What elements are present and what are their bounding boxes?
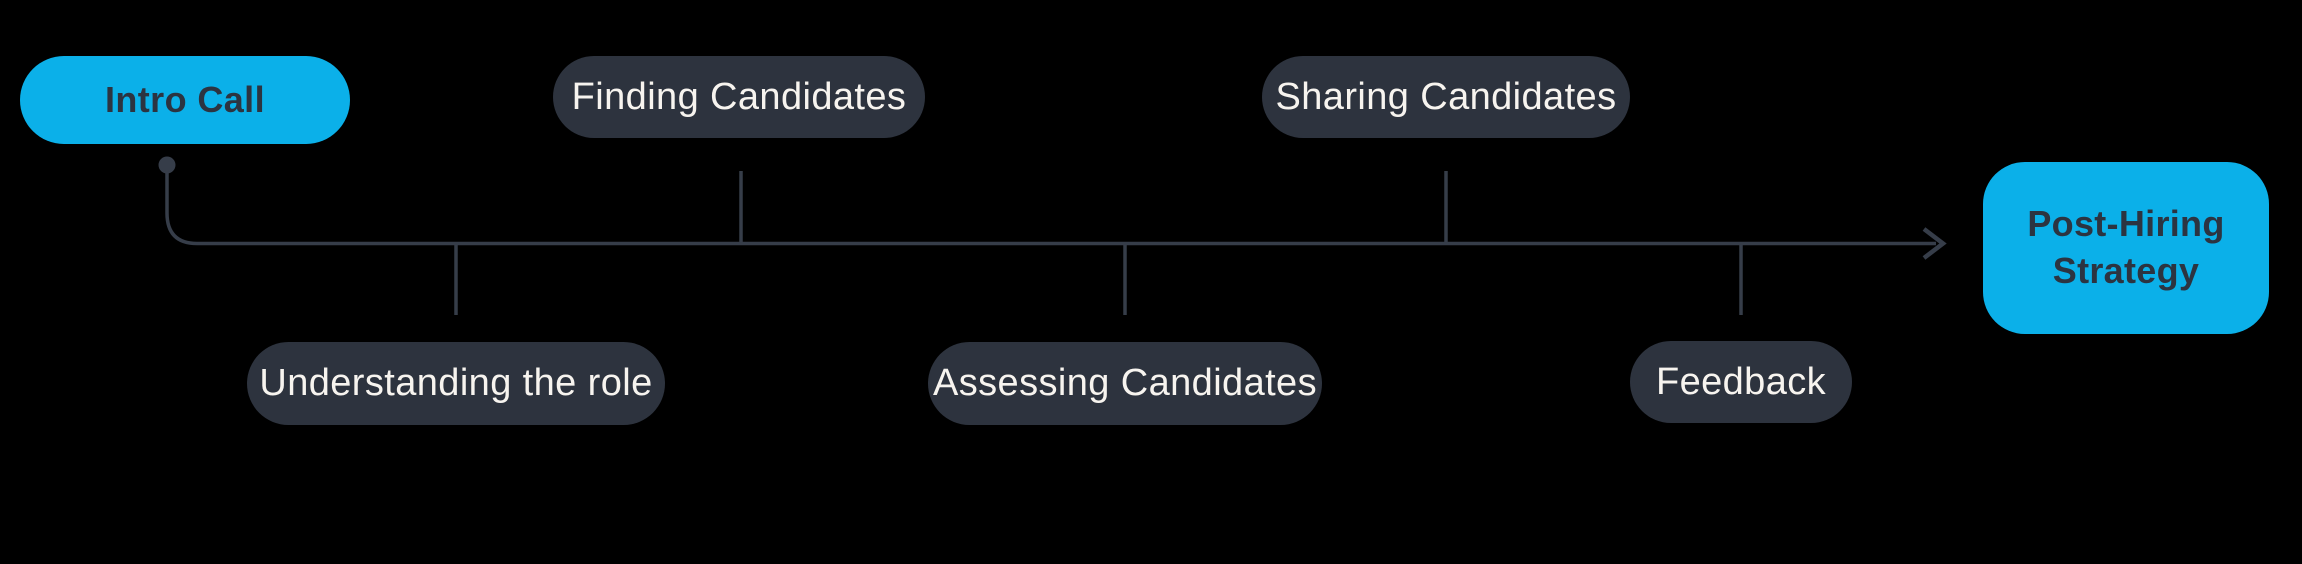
node-finding-candidates-label: Finding Candidates (571, 75, 907, 118)
node-post-hiring-strategy: Post-Hiring Strategy (1983, 162, 2269, 334)
node-finding-candidates: Finding Candidates (553, 56, 925, 138)
start-dot (158, 156, 176, 174)
timeline-axis-line (165, 170, 1936, 246)
node-assessing-candidates-label: Assessing Candidates (933, 362, 1317, 404)
node-intro-call-label: Intro Call (104, 79, 265, 120)
node-understanding-the-role-label: Understanding the role (259, 362, 653, 404)
node-feedback-label: Feedback (1655, 360, 1827, 403)
node-assessing-candidates: Assessing Candidates (928, 342, 1322, 425)
node-sharing-candidates: Sharing Candidates (1262, 56, 1630, 138)
node-sharing-candidates-label: Sharing Candidates (1275, 75, 1617, 118)
node-understanding-the-role: Understanding the role (247, 342, 665, 425)
arrowhead-icon (1922, 227, 1947, 260)
node-intro-call: Intro Call (20, 56, 350, 144)
node-post-hiring-strategy-label: Post-Hiring Strategy (2027, 203, 2225, 291)
node-feedback: Feedback (1630, 341, 1852, 423)
